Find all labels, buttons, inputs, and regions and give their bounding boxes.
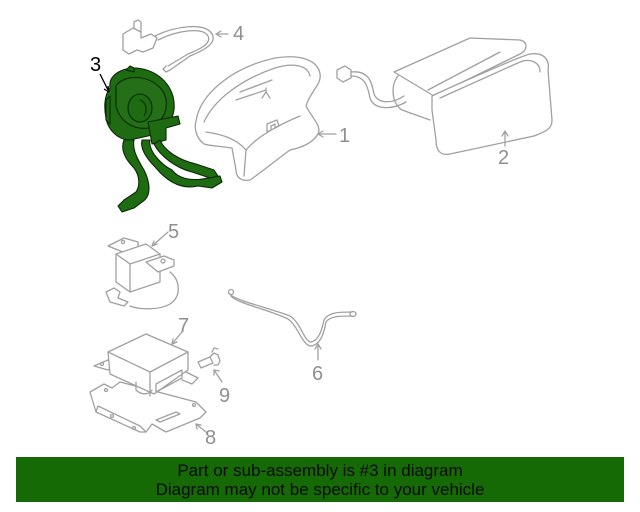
side-impact-sensor-part[interactable]	[105, 237, 179, 310]
callout-8[interactable]: 8	[205, 427, 217, 449]
callout-3[interactable]: 3	[90, 54, 102, 76]
clockspring-part-highlighted[interactable]	[104, 65, 223, 213]
steering-airbag-part[interactable]	[194, 56, 321, 182]
callout-9[interactable]: 9	[219, 385, 231, 407]
leader-line-8	[195, 423, 207, 433]
callout-5[interactable]: 5	[168, 221, 180, 243]
parts-diagram: 4 3 1 2 5 6 7 8 9	[89, 19, 553, 449]
callout-7[interactable]: 7	[178, 315, 190, 337]
callout-1[interactable]: 1	[339, 125, 351, 147]
callout-6[interactable]: 6	[312, 363, 324, 385]
control-module-part[interactable]	[93, 333, 199, 397]
connector-harness-part[interactable]	[122, 19, 214, 73]
leader-line-7	[171, 331, 183, 345]
callout-4[interactable]: 4	[233, 23, 245, 45]
leader-line-3	[99, 73, 109, 91]
callout-2[interactable]: 2	[498, 147, 510, 169]
leader-line-5	[151, 231, 169, 247]
passenger-airbag-part[interactable]	[336, 37, 553, 156]
banner-line-part-number: Part or sub-assembly is #3 in diagram	[177, 460, 463, 480]
wiring-harness-part[interactable]	[227, 288, 357, 347]
leader-line-9	[213, 369, 223, 383]
banner-line-disclaimer: Diagram may not be specific to your vehi…	[155, 479, 485, 499]
bolt-part[interactable]	[197, 347, 221, 369]
mounting-bracket-part[interactable]	[89, 381, 207, 433]
info-banner: Part or sub-assembly is #3 in diagram Di…	[16, 457, 624, 502]
